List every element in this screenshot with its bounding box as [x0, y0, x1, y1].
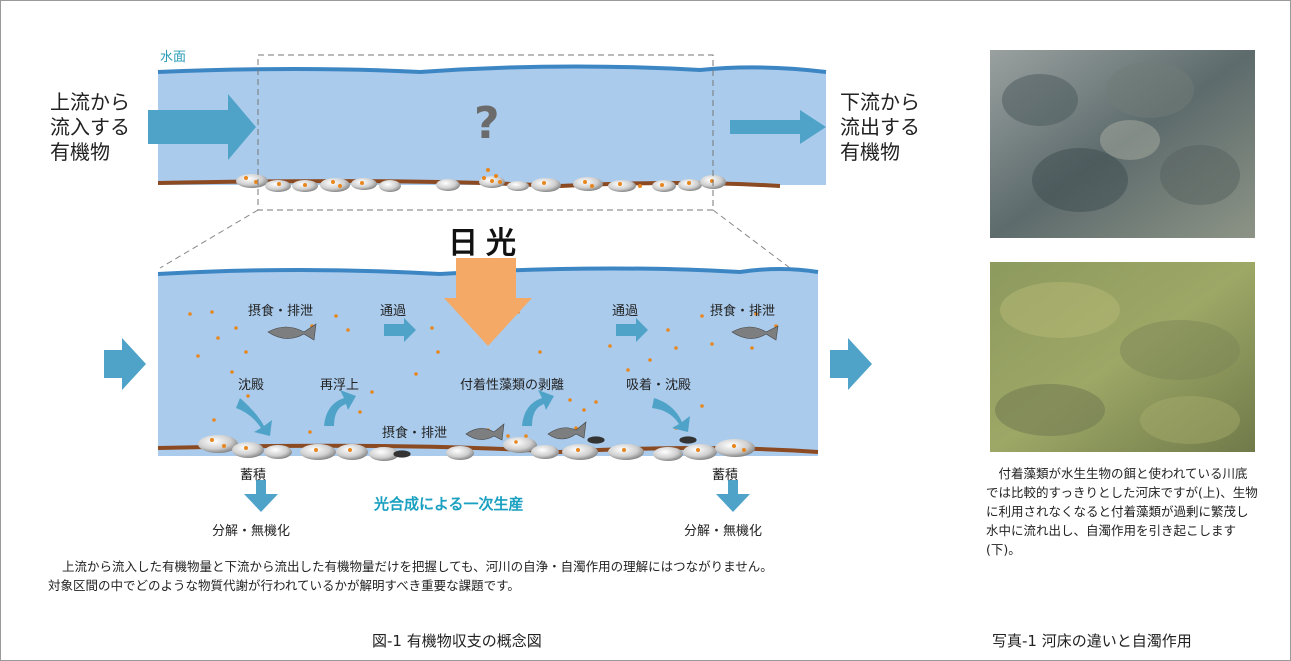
left-flow-arrow [104, 338, 146, 390]
feed-excrete-right-label: 摂食・排泄 [710, 304, 776, 319]
inflow-label-line3: 有機物 [50, 140, 110, 164]
right-flow-arrow [830, 338, 872, 390]
photo-algae-riverbed [990, 262, 1255, 452]
bottom-water-body [158, 268, 818, 456]
outflow-arrow [730, 110, 826, 144]
pass-right-label: 通過 [612, 304, 639, 319]
adsorb-arrow [652, 398, 690, 432]
resuspend-arrow [324, 390, 356, 426]
photo-clean-riverbed [990, 50, 1255, 238]
detach-arrow [522, 390, 554, 426]
top-particles [244, 168, 714, 188]
top-stones [236, 174, 726, 192]
bottom-stones [198, 435, 755, 461]
accumulation-left-label: 蓄積 [240, 468, 267, 483]
sediment-arrow [236, 398, 272, 436]
accumulation-right-label: 蓄積 [712, 468, 739, 483]
photo-caption: 写真-1 河床の違いと自濁作用 [992, 632, 1192, 650]
inflow-arrow [148, 94, 256, 160]
feed-excrete-left-label: 摂食・排泄 [248, 304, 314, 319]
inflow-label-line1: 上流から [50, 90, 130, 114]
decomposition-right-label: 分解・無機化 [684, 524, 763, 539]
top-water-surface [157, 64, 827, 75]
sunlight-label: 日光 [448, 226, 524, 261]
sunlight-arrow [444, 258, 532, 346]
outflow-label-line2: 流出する [840, 115, 920, 139]
fish [267, 323, 779, 441]
bottom-water-surface [157, 266, 819, 277]
sedimentation-label: 沈殿 [238, 378, 265, 393]
decompose-arrow-right [716, 480, 750, 512]
note-line-2: 対象区間の中でどのような物質代謝が行われているかが解明すべき重要な課題です。 [48, 578, 520, 593]
pass-arrow-left [384, 318, 416, 342]
pass-arrow-right [616, 318, 648, 342]
top-water-body [158, 66, 826, 185]
resuspension-label: 再浮上 [320, 378, 360, 393]
focus-box [257, 54, 714, 211]
decompose-arrow-left [244, 480, 278, 512]
top-river [157, 64, 827, 192]
outflow-label-line3: 有機物 [840, 140, 900, 164]
outflow-label-line1: 下流から [840, 90, 920, 114]
bottom-particles [188, 310, 778, 452]
figure-caption: 図-1 有機物収支の概念図 [372, 632, 542, 650]
insect-larvae [393, 436, 697, 458]
pass-left-label: 通過 [380, 304, 407, 319]
note-line-1: 上流から流入した有機物量と下流から流出した有機物量だけを把握しても、河川の自浄・… [62, 559, 773, 574]
inflow-label-line2: 流入する [50, 115, 130, 139]
zoom-line-left [159, 209, 259, 269]
water-surface-label: 水面 [160, 50, 187, 65]
decomposition-left-label: 分解・無機化 [212, 524, 291, 539]
primary-production-label: 光合成による一次生産 [374, 495, 524, 513]
photo-description: 付着藻類が水生生物の餌と使われている川底では比較的すっきりとした河床ですが(上)… [986, 466, 1258, 557]
adsorption-sedimentation-label: 吸着・沈殿 [626, 378, 692, 393]
feed-excrete-bottom-label: 摂食・排泄 [382, 426, 448, 441]
zoom-line-right [712, 209, 791, 269]
bottom-river [157, 266, 819, 461]
unknown-process-mark: ? [474, 98, 500, 149]
algae-detachment-label: 付着性藻類の剥離 [460, 378, 565, 393]
